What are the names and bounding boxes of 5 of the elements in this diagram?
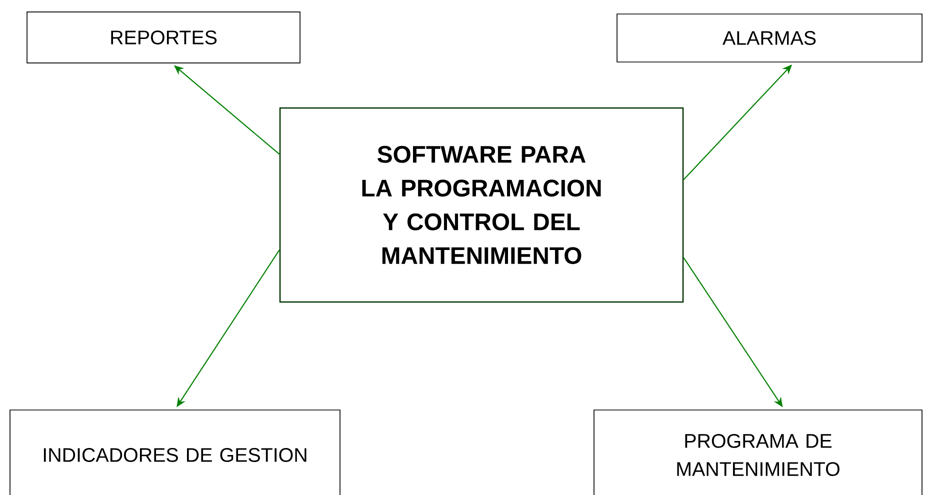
output-box: ALARMAS (616, 14, 922, 62)
central-box: SOFTWARE PARA LA PROGRAMACION Y CONTROL DEL MANTENIMIENTO (279, 107, 684, 303)
output-box: PROGRAMA DE MANTENIMIENTO (594, 410, 922, 495)
output-box: INDICADORES DE GESTION (10, 410, 340, 495)
output-box: REPORTES (26, 12, 300, 64)
